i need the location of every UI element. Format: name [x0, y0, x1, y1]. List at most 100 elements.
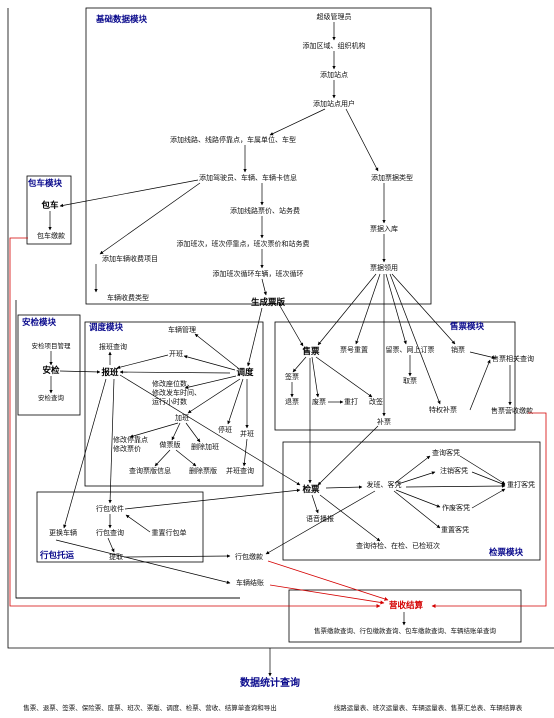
node-version: 做票版: [160, 440, 181, 449]
node-reprint-no: 票号重置: [340, 346, 368, 354]
edge: [125, 514, 151, 533]
node-modify-stop-1: 修改停靠点: [113, 435, 148, 444]
edge: [261, 278, 267, 296]
node-vehicle-mgmt: 车辆管理: [168, 325, 196, 334]
node-refund: 退票: [285, 397, 299, 406]
module-title-basic: 基础数据模块: [95, 14, 148, 25]
node-add-driver: 添加驾驶员、车辆、车辆卡信息: [199, 173, 297, 182]
edge: [124, 488, 301, 510]
node-modify-stop-2: 修改票价: [113, 444, 141, 453]
node-cancel-cert: 注销客凭: [440, 466, 468, 475]
node-add-station: 添加站点: [320, 70, 348, 79]
node-start-shift: 并班: [240, 429, 254, 438]
edge: [185, 422, 201, 443]
revenue-edge-ticket: [431, 412, 547, 608]
node-query-cert: 查询客凭: [432, 448, 460, 457]
node-add-shift: 添加班次，班次停靠点，班次票价和站务费: [177, 239, 310, 248]
edge: [469, 351, 496, 359]
node-change-vehicle: 更换车辆: [49, 528, 77, 537]
node-add-shift2: 加班: [175, 413, 189, 422]
edge: [116, 354, 169, 369]
node-special: 特权补票: [429, 405, 457, 414]
edge: [317, 425, 379, 486]
revenue-edge-luggage: [267, 560, 389, 601]
node-charter-pay: 包车缴款: [37, 231, 65, 240]
node-depart: 发班、客凭: [367, 480, 402, 489]
edge: [405, 484, 506, 488]
node-insp-item-mgmt: 安检项目管理: [32, 341, 72, 350]
edge: [397, 471, 436, 485]
node-ticket-use: 票据领用: [370, 263, 398, 272]
edge: [393, 490, 441, 529]
node-revenue: 营收结算: [389, 600, 424, 611]
node-generate-pool: 生成票版: [251, 297, 286, 308]
node-void-cert: 作废客凭: [442, 503, 470, 512]
luggage-module-box: [36, 491, 204, 563]
module-title-dispatch: 调度模块: [89, 322, 124, 333]
node-reserve: 留票、网上订票: [386, 345, 435, 354]
edge: [391, 273, 456, 345]
node-stats-right: 线路运量表、班次运量表、车辆运量表、售票汇总表、车辆结算表: [334, 703, 523, 712]
edge: [311, 356, 320, 398]
edge: [119, 370, 231, 374]
basic-module-box: [85, 7, 432, 305]
node-voice: 语音播报: [306, 514, 334, 523]
node-report: 报班: [101, 367, 119, 378]
node-sell: 售票: [301, 346, 320, 357]
node-luggage-query: 行包查询: [96, 528, 124, 537]
node-super-admin: 超级管理员: [317, 12, 352, 21]
edge: [194, 333, 239, 369]
node-vehicle-fee-type: 车辆收费类型: [107, 293, 149, 302]
node-charter: 包车: [41, 200, 59, 211]
edge: [183, 355, 236, 371]
edge: [355, 273, 381, 345]
edge: [171, 422, 181, 441]
module-title-checking: 检票模块: [489, 547, 524, 558]
node-add-route: 添加线路、线路停靠点，车属单位、车型: [170, 135, 296, 144]
node-delete-version: 删除票版: [189, 466, 217, 475]
node-delete-add: 删除加班: [191, 442, 219, 451]
node-reset-cert: 重置客凭: [441, 525, 469, 534]
edge: [315, 356, 373, 398]
edge: [184, 375, 237, 389]
edge: [108, 378, 115, 504]
node-stop-shift: 停班: [218, 425, 232, 434]
charter-module-box: [26, 175, 72, 245]
node-pickup: 提取: [109, 552, 123, 561]
node-vehicle-settle: 车辆结账: [236, 578, 264, 587]
edge: [469, 359, 491, 411]
edge: [55, 539, 231, 584]
node-start-shift-query: 并班查询: [226, 466, 254, 475]
edge: [292, 356, 307, 373]
outer-frame: [7, 8, 554, 649]
node-stats-left: 售票、退票、签票、保险票、废票、班次、票版、调度、检票、营收、结算单查询和导出: [23, 703, 277, 712]
edge: [119, 374, 301, 486]
module-title-luggage: 行包托运: [39, 550, 75, 561]
node-revenue-query: 售票缴款查询、行包缴款查询、包车缴款查询、车辆结账单查询: [314, 626, 497, 635]
edge: [317, 273, 377, 346]
node-open-shift: 开班: [169, 349, 183, 358]
edge: [319, 494, 381, 542]
edge: [107, 537, 115, 553]
node-reprint-cert: 重打客凭: [507, 480, 535, 489]
node-check: 检票: [302, 484, 320, 495]
node-insp: 安检: [42, 365, 60, 376]
edge: [99, 182, 201, 255]
node-add-station-user: 添加站点用户: [313, 99, 355, 108]
revenue-edge-charter: [9, 237, 381, 608]
node-ticket-stock: 票据入库: [370, 224, 398, 233]
node-void: 废票: [312, 397, 326, 406]
edge: [279, 305, 304, 347]
node-luggage-pay: 行包缴款: [235, 552, 263, 561]
checking-module-box: [282, 441, 541, 561]
revenue-box: [288, 589, 522, 643]
edge: [395, 489, 441, 508]
edge: [265, 490, 376, 555]
node-stats: 数据统计查询: [240, 676, 300, 689]
node-supplement: 补票: [377, 417, 391, 426]
edge: [385, 273, 407, 345]
edge: [63, 378, 107, 529]
edge: [311, 494, 319, 514]
module-title-inspection: 安检模块: [22, 317, 57, 328]
